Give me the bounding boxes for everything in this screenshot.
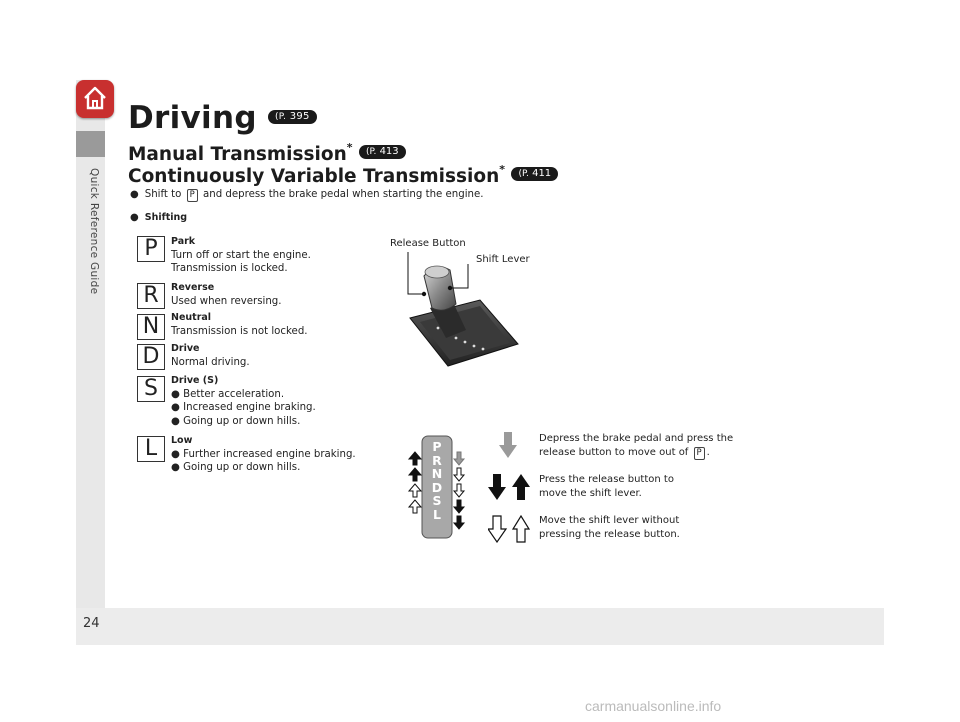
gear-name: Reverse: [171, 282, 215, 293]
gear-name: Drive: [171, 343, 200, 354]
gear-name: Low: [171, 435, 193, 446]
sidebar: [76, 80, 105, 645]
list-item: ● Going up or down hills.: [171, 415, 301, 427]
gear-letter-d: D: [137, 344, 165, 370]
release-button-label: Release Button: [390, 238, 466, 249]
gear-key-p: P: [693, 446, 705, 460]
gear-letter-s: S: [137, 376, 165, 402]
page-title-text: Driving: [128, 100, 257, 136]
gear-desc-neutral: Neutral Transmission is not locked.: [171, 312, 308, 337]
gear-desc-low: Low ● Further increased engine braking. …: [171, 434, 356, 475]
heading-manual-transmission: Manual Transmission* (P. 413: [128, 141, 406, 166]
page-ref-link[interactable]: (P. 413: [358, 145, 406, 160]
gear-letter-l: L: [137, 436, 165, 462]
heading-text: Manual Transmission: [128, 144, 347, 166]
asterisk: *: [499, 163, 506, 176]
gear-name: Drive (S): [171, 375, 219, 386]
legend-item-no-release: Move the shift lever without pressing th…: [539, 515, 680, 540]
bullet-icon: ●: [130, 189, 139, 200]
gear-name: Park: [171, 236, 196, 247]
legend-item-brake-release: Depress the brake pedal and press the re…: [539, 433, 734, 460]
bullet-icon: ●: [130, 212, 139, 223]
gear-desc-reverse: Reverse Used when reversing.: [171, 282, 282, 307]
home-button[interactable]: [76, 80, 114, 118]
list-item: ● Further increased engine braking.: [171, 448, 356, 460]
page-ref-link[interactable]: (P. 411: [511, 167, 559, 182]
gear-key-p: P: [186, 189, 198, 202]
gear-gate-letters: P R N D S L: [431, 439, 443, 522]
page-ref-number: 411: [532, 168, 552, 180]
asterisk: *: [346, 141, 353, 154]
page-ref-link[interactable]: (P. 395: [267, 109, 317, 124]
list-item: ● Increased engine braking.: [171, 402, 316, 413]
list-item: ● Going up or down hills.: [171, 462, 301, 473]
gear-gate-diagram: [407, 435, 466, 539]
outline-up-down-arrows-icon: [488, 515, 530, 543]
heading-cvt: Continuously Variable Transmission* (P. …: [128, 163, 559, 188]
gear-desc-drive: Drive Normal driving.: [171, 343, 250, 368]
gear-letter-n: N: [137, 314, 165, 340]
bullet-shift-to-park: ●Shift to P and depress the brake pedal …: [130, 189, 484, 202]
solid-up-down-arrows-icon: [488, 474, 530, 500]
list-item: ● Better acceleration.: [171, 388, 285, 400]
gear-desc-drive-s: Drive (S) ● Better acceleration. ● Incre…: [171, 374, 316, 428]
page-title: Driving (P. 395: [128, 100, 317, 136]
section-tab[interactable]: [76, 131, 105, 157]
heading-text: Continuously Variable Transmission: [128, 166, 500, 188]
gray-down-arrow-icon: [499, 432, 517, 458]
sidebar-label: Quick Reference Guide: [88, 168, 100, 295]
gear-letter-r: R: [137, 283, 165, 309]
shift-lever-label: Shift Lever: [476, 254, 530, 265]
footer-bar: [76, 608, 884, 645]
gear-desc-park: Park Turn off or start the engine. Trans…: [171, 236, 311, 274]
home-icon: [84, 86, 106, 110]
shift-lever-illustration: [407, 252, 519, 367]
gear-letter-p: P: [137, 236, 165, 262]
watermark: carmanualsonline.info: [585, 698, 722, 714]
bullet-shifting: ●Shifting: [130, 212, 188, 223]
gear-name: Neutral: [171, 312, 212, 323]
legend-item-press-release: Press the release button to move the shi…: [539, 474, 674, 499]
page-number: 24: [83, 616, 100, 631]
page-ref-number: 395: [289, 110, 310, 122]
page-ref-number: 413: [379, 146, 399, 158]
